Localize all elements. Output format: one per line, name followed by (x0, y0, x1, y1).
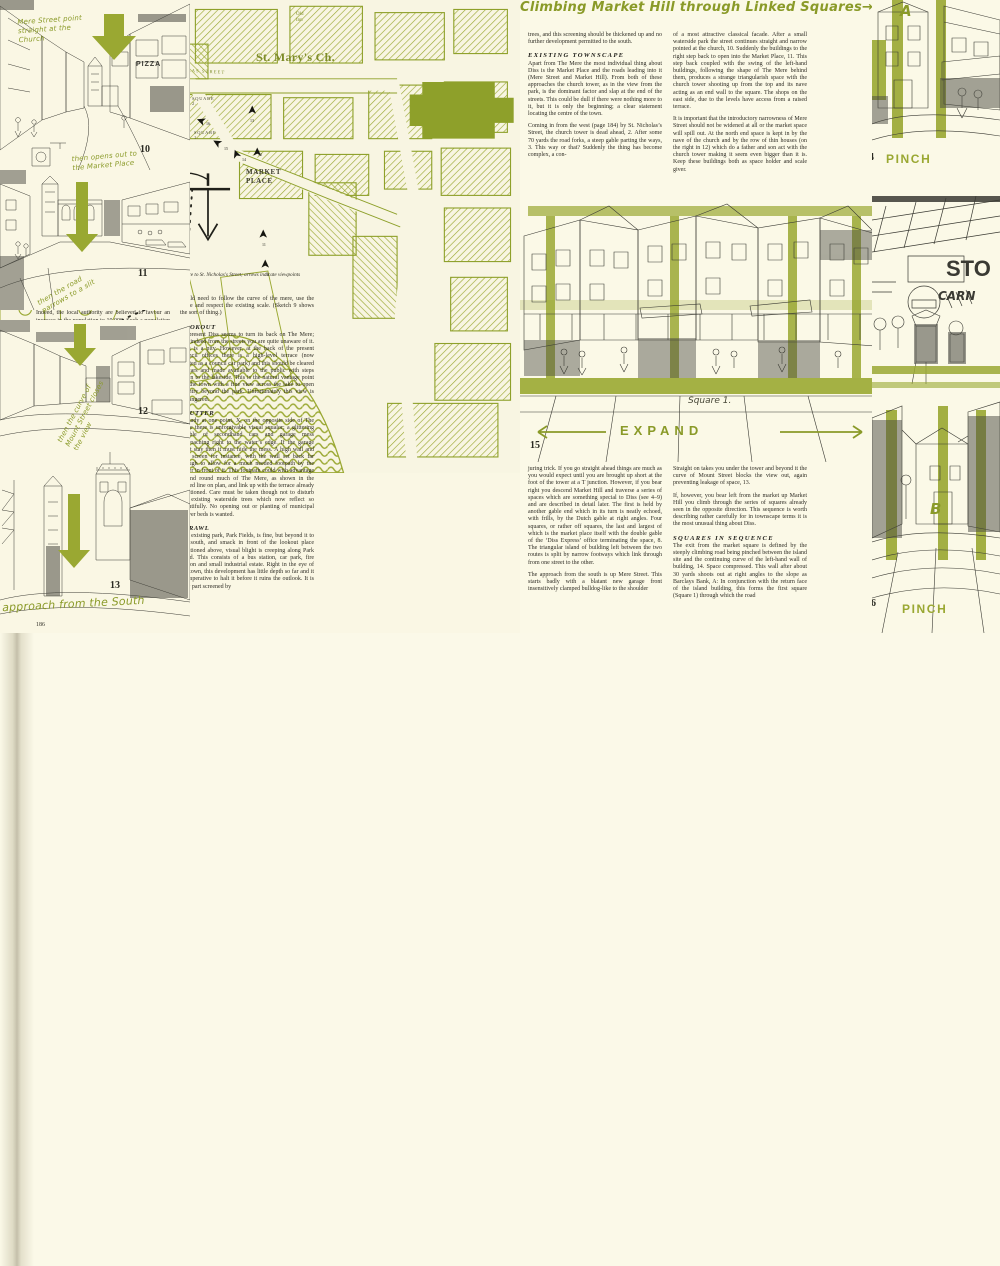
map-viewpoint-arrow-10: ➤ (258, 258, 273, 270)
map-label-market-place: MARKET PLACE (246, 168, 282, 185)
page-gutter-shadow (0, 633, 34, 1266)
panel-16-pinch-label: PINCH (902, 602, 948, 616)
map-label-square-2: SQUARE 2. (192, 96, 215, 106)
map-viewpoint-arrow-11: ➤ (256, 228, 271, 240)
sketch-11: 11 (0, 170, 190, 310)
panel-16: B PINCH 16 (872, 392, 1000, 633)
map-viewpoint-arrow-13: ➤ (245, 104, 260, 116)
right-bottom-column-2: Straight on takes you under the tower an… (673, 466, 807, 628)
left-column-2: would need to follow the curve of the me… (180, 296, 314, 624)
page-title: Climbing Market Hill through Linked Squa… (520, 0, 874, 15)
right-page: Climbing Market Hill through Linked Squa… (520, 0, 1000, 633)
folio-number: 186 (36, 622, 45, 628)
map-viewpoint-number-15: 15 (224, 146, 228, 151)
panel-16-letter-b: B (930, 500, 942, 518)
map-viewpoint-number-12: 12 (258, 152, 262, 157)
left-col-2-heading: CLUTTER (180, 409, 215, 417)
right-col-4-paragraph: The exit from the market square is defin… (673, 542, 807, 600)
panel-15-expand-label: EXPAND (620, 423, 704, 438)
panel-signage-drawing: STO CARN (872, 196, 1000, 394)
map-viewpoint-number-10: 10 (265, 272, 269, 277)
right-col-4-paragraph: If, however, you bear left from the mark… (673, 492, 807, 528)
svg-text:STO: STO (946, 256, 991, 281)
sketch-11-number: 11 (138, 268, 148, 279)
right-col-1-paragraph: Coming in from the west (page 184) by St… (528, 123, 662, 159)
svg-text:CARN: CARN (938, 289, 975, 303)
map-viewpoint-number-13: 13 (250, 118, 254, 123)
panel-16-number: 16 (872, 598, 876, 609)
sketch-10: PIZZA Mere Street point straight at the … (0, 0, 190, 170)
right-col-2-paragraph: It is important that the introductory na… (673, 116, 807, 173)
left-col-2-paragraph: Already at one point, X, on the opposite… (180, 418, 314, 518)
panel-14: A PINCH 14 (872, 0, 1000, 200)
panel-14-letter-a: A (900, 2, 912, 20)
left-col-2-paragraph: The existing park, Park Fields, is fine,… (180, 533, 314, 590)
left-col-2-heading: SPRAWL (180, 524, 210, 532)
left-col-2-heading: LOOKOUT (180, 323, 216, 331)
map-label-square-1: SQUARE 1. (194, 130, 217, 140)
right-col-3-paragraph: juring trick. If you go straight ahead t… (528, 466, 662, 566)
sketch-13-drawing (0, 450, 190, 620)
map-label-st-marys: St. Mary's Ch. (256, 50, 335, 64)
right-col-4-heading: SQUARES IN SEQUENCE (673, 534, 774, 542)
right-top-column-1: trees, and this screening should be thic… (528, 32, 662, 192)
panel-15-square-label: Square 1. (688, 396, 732, 406)
map-viewpoint-number-16: 16 (206, 121, 210, 126)
sketch-12-number: 12 (138, 406, 148, 417)
sketch-12: 12 (0, 320, 190, 450)
sketch-12-drawing (0, 320, 190, 450)
panel-15: 15 Square 1. EXPAND (520, 190, 880, 462)
panel-14-number: 14 (872, 152, 874, 163)
sketch-13: 13 (0, 450, 190, 620)
right-col-4-paragraph: Straight on takes you under the tower an… (673, 466, 807, 487)
right-col-1-paragraph: trees, and this screening should be thic… (528, 32, 662, 46)
sketch-strip: PIZZA Mere Street point straight at the … (0, 0, 190, 633)
map-viewpoint-number-11: 11 (262, 242, 266, 247)
panel-15-drawing (520, 190, 880, 462)
panel-14-drawing (872, 0, 1000, 200)
sketch-11-drawing (0, 170, 190, 310)
panel-15-number: 15 (530, 440, 540, 451)
panel-16-drawing (872, 392, 1000, 633)
sketch-10-number: 10 (140, 144, 150, 155)
right-col-1-paragraph: Apart from The Mere the most individual … (528, 60, 662, 118)
map-viewpoint-number-14: 14 (242, 157, 246, 162)
right-top-column-2: of a most attractive classical facade. A… (673, 32, 807, 192)
right-bottom-column-1: juring trick. If you go straight ahead t… (528, 466, 662, 628)
right-col-3-paragraph: The approach from the south is up Mere S… (528, 571, 662, 593)
sketch-10-drawing: PIZZA (0, 0, 190, 170)
right-col-2-paragraph: of a most attractive classical facade. A… (673, 32, 807, 111)
panel-14-pinch-label: PINCH (886, 152, 932, 166)
sketch-10-note: Mere Street point straight at the Church (17, 13, 83, 45)
panel-signage: STO CARN (872, 196, 1000, 394)
left-col-2-paragraph: At present Diss seems to turn its back o… (180, 331, 314, 403)
sketch-13-number: 13 (110, 580, 120, 591)
right-col-1-heading: EXISTING TOWNSCAPE (528, 52, 625, 60)
svg-text:PIZZA: PIZZA (136, 61, 161, 68)
map-label-old-inn: Old Inn (296, 12, 304, 23)
left-col-2-paragraph: would need to follow the curve of the me… (180, 296, 314, 317)
